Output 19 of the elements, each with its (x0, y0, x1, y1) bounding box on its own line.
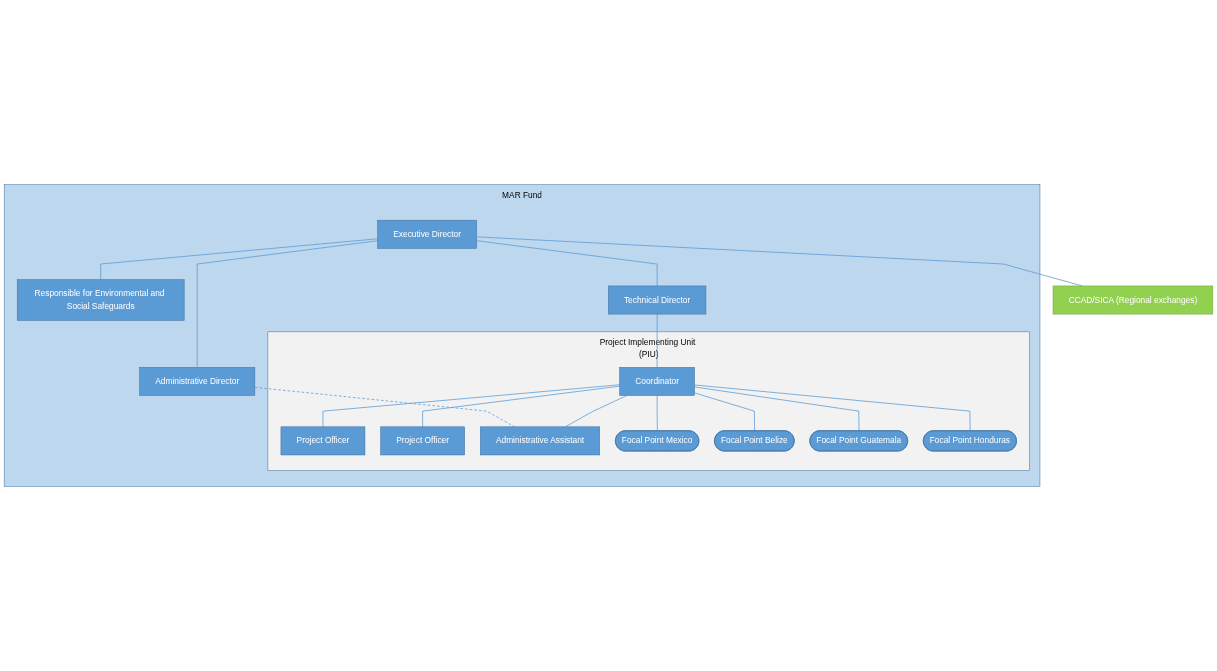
connector (196, 240, 379, 368)
node-box: Executive Director (377, 219, 477, 249)
connector (476, 240, 658, 287)
connector (694, 392, 755, 432)
node-box: Coordinator (619, 367, 695, 396)
connector (656, 395, 658, 432)
node-box: Project Officer (280, 426, 366, 456)
connector (100, 238, 379, 281)
node-box: Responsible for Environmental and Social Safeguards (16, 279, 185, 321)
node-box: CCAD/SICA (Regional exchanges) (1052, 285, 1214, 315)
connector (322, 384, 621, 428)
node-box: Project Officer (380, 426, 465, 456)
connector (694, 384, 971, 432)
node-box: Technical Director (608, 285, 707, 315)
connector (422, 385, 621, 428)
node-box: Administrative Director (139, 367, 256, 396)
node-box: Administrative Assistant (480, 426, 600, 456)
connector (656, 313, 658, 368)
connector (694, 386, 860, 432)
